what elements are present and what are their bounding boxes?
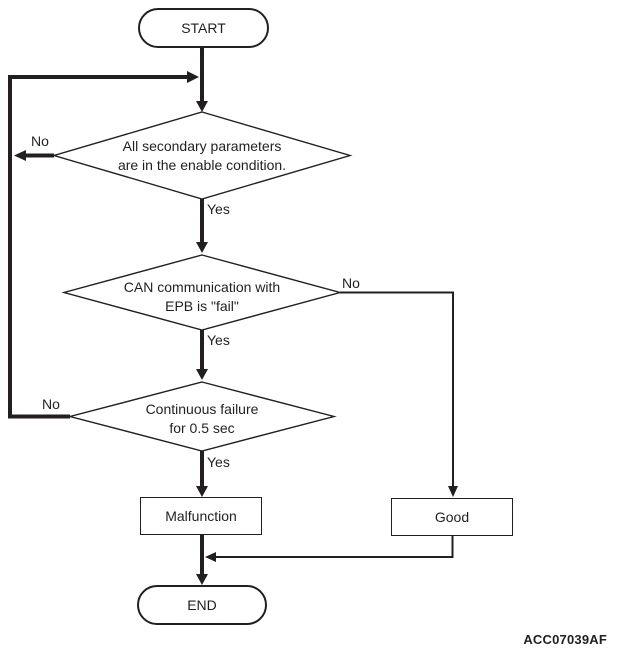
decision3-line2: for 0.5 sec [169,420,235,436]
decision3-line1: Continuous failure [145,401,259,417]
decision3-yes-label: Yes [207,454,230,470]
decision2-yes-label: Yes [207,332,230,348]
decision3-diamond [67,381,337,452]
start-node: START [138,8,269,48]
end-label: END [187,597,217,613]
arrowhead-down-icon [196,574,208,585]
edge-line [340,291,454,486]
edge-line [216,536,454,558]
decision1-no-label: No [31,133,49,149]
good-node: Good [391,498,513,536]
decision2-text: CAN communication with EPB is "fail" [52,278,352,316]
decision2-line2: EPB is "fail" [165,298,239,314]
decision1-diamond [51,111,353,200]
edge-decision1-yes [196,199,208,253]
edge-decision3-yes [196,451,208,497]
arrowhead-right-icon [187,71,199,83]
end-node: END [137,585,267,625]
arrowhead-down-icon [196,101,208,112]
edge-decision2-no-to-good [340,291,458,497]
malfunction-label: Malfunction [165,508,237,524]
malfunction-node: Malfunction [140,497,262,535]
decision3-no-label: No [42,396,60,412]
decision3-text: Continuous failure for 0.5 sec [52,400,352,438]
arrowhead-down-icon [196,242,208,253]
decision1-line2: are in the enable condition. [117,157,287,173]
edge-good-to-merge [205,536,454,562]
arrowhead-left-icon [205,552,216,562]
arrowhead-left-icon [14,150,26,161]
figure-code: ACC07039AF [523,632,607,647]
start-label: START [181,20,226,36]
edge-decision1-no [14,150,54,161]
decision2-line1: CAN communication with [123,279,281,295]
decision1-text: All secondary parameters are in the enab… [52,137,352,175]
decision1-line1: All secondary parameters [122,138,282,154]
edge-malfunction-to-end [196,535,208,585]
decision2-no-label: No [342,275,360,291]
edge-decision2-yes [196,330,208,380]
edge-loop-back [8,71,199,419]
edge-start-to-decision1 [196,48,208,112]
arrowhead-down-icon [196,486,208,497]
arrowhead-down-icon [448,486,458,497]
good-label: Good [434,509,470,525]
arrowhead-down-icon [196,369,208,380]
decision2-diamond [61,254,343,331]
edge-line [8,75,187,419]
decision1-yes-label: Yes [207,201,230,217]
